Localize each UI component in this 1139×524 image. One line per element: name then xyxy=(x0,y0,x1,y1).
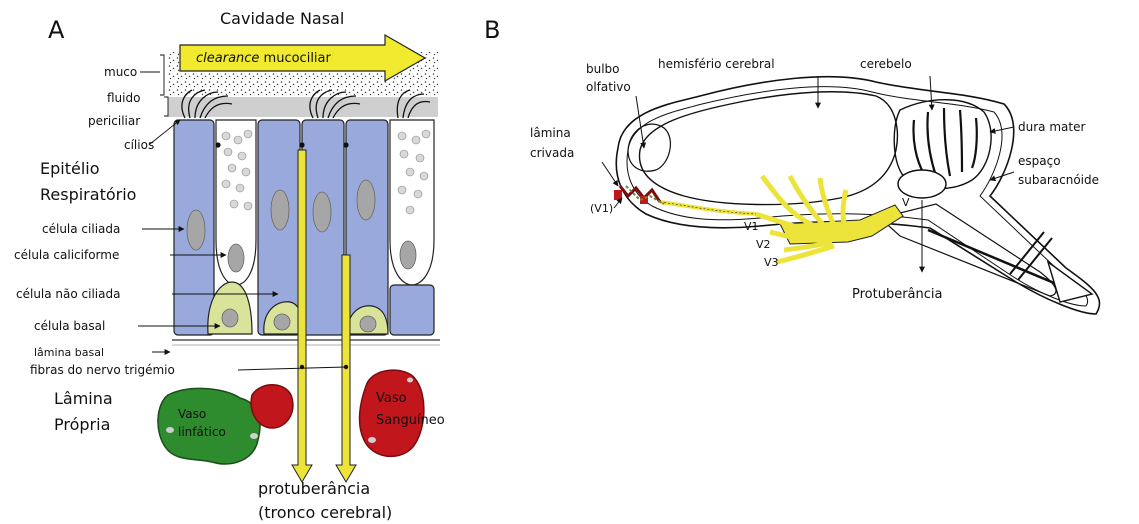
ciliated-cell-3 xyxy=(346,120,388,335)
label-vaso-sanguineo-2: Sanguíneo xyxy=(376,413,445,428)
panel-b: B xyxy=(484,16,1099,314)
label-muco: muco xyxy=(104,65,137,79)
panel-b-letter: B xyxy=(484,16,500,44)
line-fibras-trigemio xyxy=(238,367,346,370)
label-subaracnoide: subaracnóide xyxy=(1018,173,1099,187)
label-bulbo: bulbo xyxy=(586,62,620,76)
label-lamina-basal: lâmina basal xyxy=(34,346,104,359)
label-celula-basal: célula basal xyxy=(34,319,105,333)
blood-vessel-small xyxy=(251,385,293,428)
label-celula-caliciforme: célula caliciforme xyxy=(14,248,119,262)
lymphatic-cell-2 xyxy=(166,427,174,433)
label-protuberancia: protuberância xyxy=(258,479,370,498)
pons xyxy=(898,170,946,198)
label-olfativo: olfativo xyxy=(586,80,631,94)
label-tronco-cerebral: (tronco cerebral) xyxy=(258,503,392,522)
brain-outer-outline xyxy=(616,77,1099,314)
label-cerebelo: cerebelo xyxy=(860,57,912,71)
label-lamina: Lâmina xyxy=(54,389,113,408)
label-dura-mater: dura mater xyxy=(1018,120,1085,134)
label-celula-ciliada: célula ciliada xyxy=(42,222,120,236)
label-cilios: cílios xyxy=(124,138,154,152)
label-vaso-sanguineo-1: Vaso xyxy=(376,391,407,406)
lymphatic-cell xyxy=(250,433,258,439)
label-crivada: crivada xyxy=(530,146,574,160)
label-periciliar: periciliar xyxy=(88,114,140,128)
label-v: V xyxy=(902,196,910,209)
label-v3: V3 xyxy=(764,256,779,269)
label-v2: V2 xyxy=(756,238,771,251)
blood-cell-2 xyxy=(407,378,413,383)
label-propria: Própria xyxy=(54,415,110,434)
label-lamina-b: lâmina xyxy=(530,126,571,140)
panel-a-letter: A xyxy=(48,16,65,44)
label-v1: V1 xyxy=(744,220,759,233)
cribriform-block-1 xyxy=(614,190,622,200)
label-respiratorio: Respiratório xyxy=(40,185,136,204)
clearance-label: clearance mucociliar xyxy=(196,51,332,66)
label-vaso-linfatico-2: linfático xyxy=(178,425,226,439)
label-espaco: espaço xyxy=(1018,154,1061,168)
nasal-cavity-title: Cavidade Nasal xyxy=(220,9,344,28)
label-protuberancia-b: Protuberância xyxy=(852,287,943,302)
blood-cell-1 xyxy=(368,437,376,443)
label-celula-nao-ciliada: célula não ciliada xyxy=(16,287,120,301)
panel-a: A Cavidade Nasal clearance mucociliar xyxy=(14,9,445,522)
label-v1-paren: (V1) xyxy=(590,202,613,215)
label-hemisferio: hemisfério cerebral xyxy=(658,57,775,71)
label-fluido: fluido xyxy=(107,91,140,105)
label-vaso-linfatico-1: Vaso xyxy=(178,407,206,421)
ciliated-cell-4-base xyxy=(390,285,434,335)
label-fibras-trigemio: fibras do nervo trigémio xyxy=(30,363,175,377)
label-epitelio: Epitélio xyxy=(40,159,100,178)
